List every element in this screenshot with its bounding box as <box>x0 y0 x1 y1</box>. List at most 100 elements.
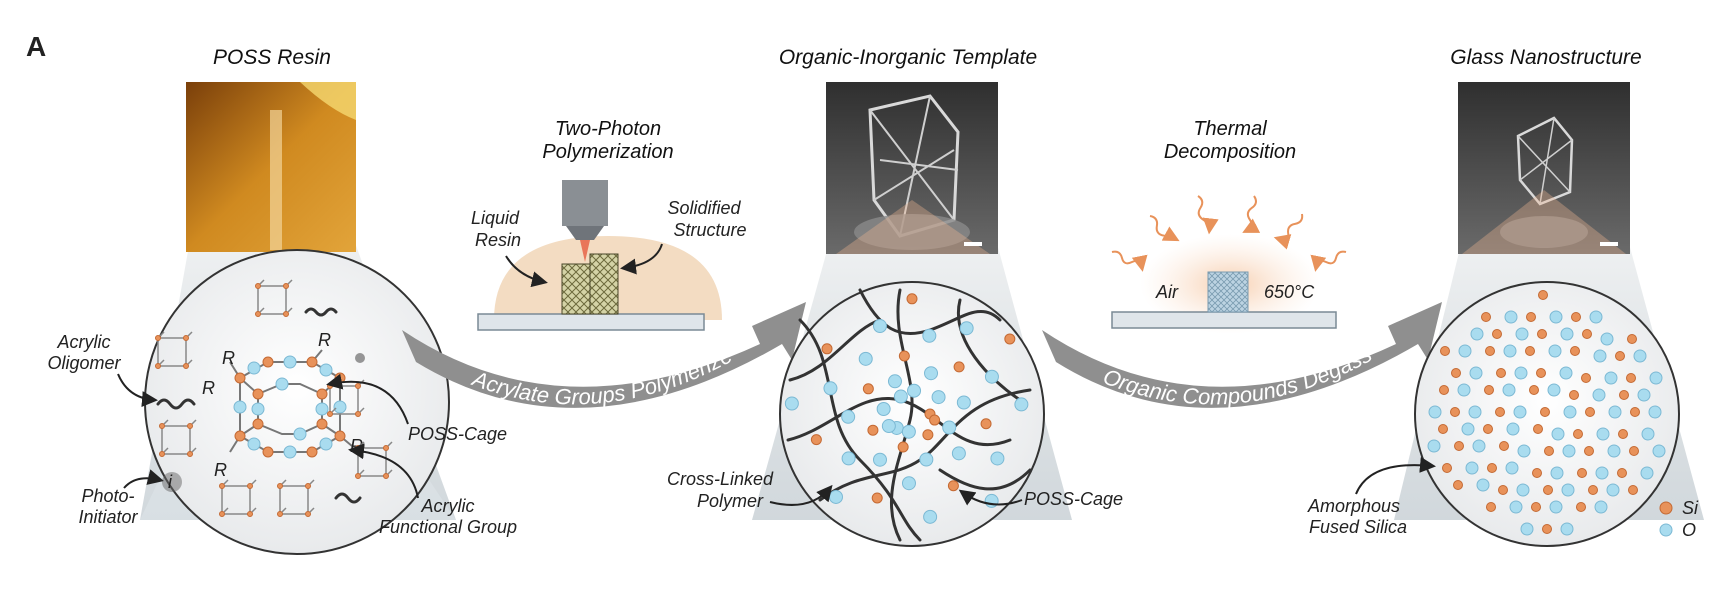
si-atom <box>906 293 918 305</box>
o-atom <box>1649 371 1663 385</box>
oligomer-squiggle <box>156 398 196 410</box>
o-atom <box>275 377 289 391</box>
si-atom <box>1499 441 1509 451</box>
si-atom <box>159 451 165 457</box>
sem-glass-struts <box>1517 117 1573 205</box>
si-atom <box>1481 312 1491 322</box>
si-atom <box>252 418 264 430</box>
pointer-arrow <box>326 373 409 425</box>
o-atom <box>1470 327 1484 341</box>
photo-initiator-icon <box>355 353 365 363</box>
template-title: Organic-Inorganic Template <box>779 46 1037 69</box>
o-atom <box>1547 383 1561 397</box>
o-atom <box>319 437 333 451</box>
si-atom <box>1627 334 1637 344</box>
si-atom <box>1004 333 1016 345</box>
o-atom <box>1559 366 1573 380</box>
si-atom <box>255 311 261 317</box>
heat-arrows <box>1111 195 1347 272</box>
o-atom <box>1563 405 1577 419</box>
thermal-title: Thermal <box>1193 118 1267 140</box>
legend-si-marker <box>1659 501 1673 515</box>
si-atom <box>1542 524 1552 534</box>
si-atom <box>283 311 289 317</box>
o-atom <box>1427 439 1441 453</box>
si-atom <box>1582 329 1592 339</box>
o-atom <box>1561 483 1575 497</box>
air-label: Air <box>1155 282 1179 302</box>
o-atom <box>1428 405 1442 419</box>
o-atom <box>319 363 333 377</box>
r-label: R <box>202 378 215 398</box>
r-label: R <box>318 330 331 350</box>
si-atom <box>1571 312 1581 322</box>
photo-initiator-label: Initiator <box>78 507 138 527</box>
two-photon-title: Polymerization <box>542 141 673 163</box>
si-atom <box>183 363 189 369</box>
laser-focus <box>580 240 590 262</box>
si-atom <box>262 446 274 458</box>
polymer-strand <box>788 318 882 382</box>
si-atom <box>1484 385 1494 395</box>
o-atom <box>1608 405 1622 419</box>
si-atom <box>219 483 225 489</box>
si-atom <box>1496 368 1506 378</box>
o-atom <box>1502 383 1516 397</box>
si-atom <box>1442 463 1452 473</box>
poss-cage-label-2: POSS-Cage <box>1024 489 1123 509</box>
o-atom <box>924 366 939 381</box>
o-atom <box>951 446 966 461</box>
o-atom <box>784 396 799 411</box>
sem-pedestal-2 <box>1500 216 1588 248</box>
si-atom <box>1538 290 1548 300</box>
o-atom <box>1560 327 1574 341</box>
si-atom <box>187 451 193 457</box>
process-arrow-1 <box>402 302 806 408</box>
o-atom <box>1592 388 1606 402</box>
si-atom <box>305 483 311 489</box>
o-atom <box>251 402 265 416</box>
o-atom <box>841 409 856 424</box>
si-atom <box>947 480 959 492</box>
scale-bar-2 <box>1600 242 1618 246</box>
si-atom <box>1628 485 1638 495</box>
si-atom <box>1529 385 1539 395</box>
si-atom <box>1485 346 1495 356</box>
si-atom <box>383 445 389 451</box>
solidified-label: Structure <box>673 220 746 240</box>
o-atom <box>956 395 971 410</box>
o-atom <box>893 389 908 404</box>
acrylic-oligomer-label: Oligomer <box>47 353 121 373</box>
si-atom <box>234 372 246 384</box>
si-atom <box>1498 485 1508 495</box>
pointer-arrow <box>1355 456 1436 495</box>
liquid-resin-label: Resin <box>475 230 521 250</box>
o-atom <box>1465 461 1479 475</box>
process-arrow-2 <box>1042 302 1442 408</box>
o-atom <box>1014 397 1029 412</box>
acrylic-group-label: Functional Group <box>379 517 517 537</box>
si-atom <box>1451 368 1461 378</box>
pointer-arrow <box>505 255 548 288</box>
o-atom <box>887 374 902 389</box>
o-atom <box>1514 366 1528 380</box>
o-atom <box>1637 388 1651 402</box>
si-atom <box>262 356 274 368</box>
si-atom <box>355 383 361 389</box>
si-atom <box>1532 468 1542 478</box>
si-atom <box>306 356 318 368</box>
o-atom <box>1652 444 1666 458</box>
o-atom <box>872 319 887 334</box>
si-atom <box>1619 390 1629 400</box>
si-atom <box>283 283 289 289</box>
si-atom <box>1450 407 1460 417</box>
legend-si-label: Si <box>1682 498 1699 518</box>
amorphous-label: Amorphous <box>1307 496 1400 516</box>
pointer-arrow <box>348 443 419 499</box>
si-atom <box>1537 329 1547 339</box>
objective-tip <box>566 226 604 240</box>
si-atom <box>1453 480 1463 490</box>
light-glare <box>300 82 356 120</box>
r-label: R <box>222 348 235 368</box>
o-atom <box>1606 483 1620 497</box>
